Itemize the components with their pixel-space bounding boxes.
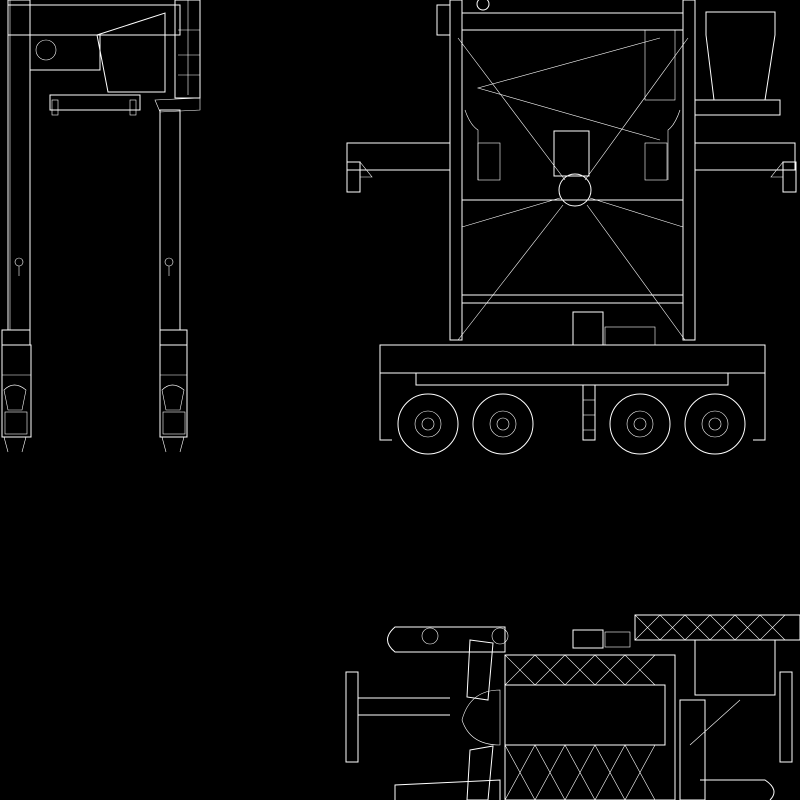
front-chassis	[379, 311, 766, 441]
side-upper-structure	[7, 0, 201, 116]
wheel	[684, 393, 746, 455]
front-gantry-frame	[436, 0, 696, 341]
wheel	[609, 393, 671, 455]
plan-view	[345, 614, 800, 800]
side-left-leg	[1, 0, 32, 453]
front-elevation-view	[346, 0, 797, 455]
side-elevation-view	[1, 0, 201, 453]
wheel	[472, 393, 534, 455]
side-right-leg	[159, 109, 188, 453]
front-outrigger-arms	[346, 142, 797, 193]
plan-wheel-beams	[387, 626, 775, 800]
front-cab	[644, 11, 781, 116]
front-wheels	[397, 393, 746, 455]
wheel	[397, 393, 459, 455]
plan-outrigger	[345, 671, 793, 763]
plan-cab-and-walkway	[572, 614, 800, 800]
front-spreader-cables	[457, 37, 689, 341]
plan-spreader	[461, 639, 676, 800]
